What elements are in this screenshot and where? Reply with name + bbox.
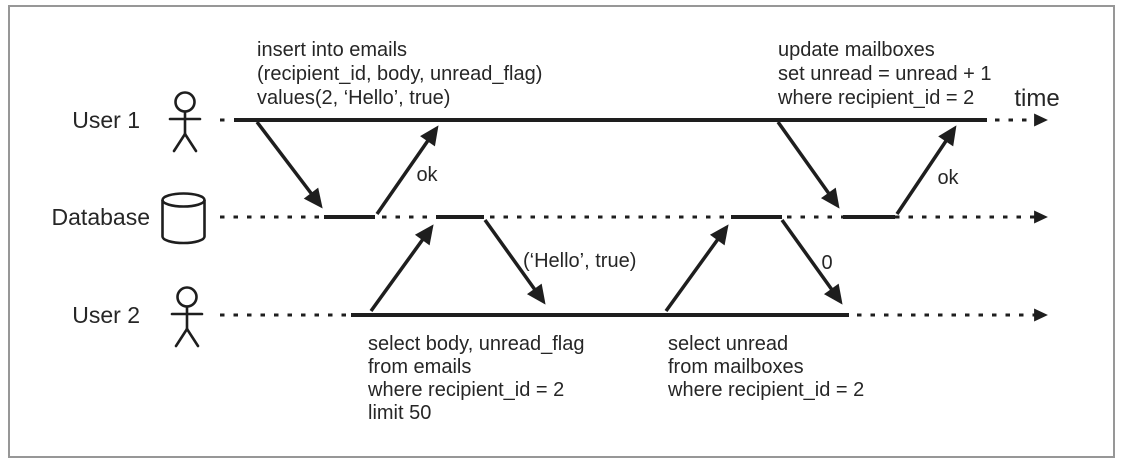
person-icon xyxy=(168,91,202,153)
select-mailboxes-line3: where recipient_id = 2 xyxy=(667,379,864,401)
insert-query-line3: values(2, ‘Hello’, true) xyxy=(257,87,450,109)
select-emails-line3: where recipient_id = 2 xyxy=(367,379,564,401)
select-emails-request-arrow xyxy=(369,224,434,313)
actor-label-database: Database xyxy=(52,204,150,230)
select-mailboxes-query-text: select unread from mailboxes where recip… xyxy=(667,333,864,401)
person-icon xyxy=(170,286,204,348)
database-cylinder-icon xyxy=(161,192,206,245)
insert-query-text: insert into emails (recipient_id, body, … xyxy=(257,39,542,109)
actor-label-user2: User 2 xyxy=(72,302,140,328)
select-emails-query-text: select body, unread_flag from emails whe… xyxy=(367,333,584,424)
insert-request-arrow xyxy=(255,120,323,209)
update-query-line3: where recipient_id = 2 xyxy=(777,87,974,109)
select-emails-line2: from emails xyxy=(368,356,471,378)
insert-response-arrow xyxy=(375,125,439,215)
select-emails-line4: limit 50 xyxy=(368,402,431,424)
update-query-line2: set unread = unread + 1 xyxy=(778,63,992,85)
update-request-arrow xyxy=(776,120,840,209)
insert-query-line1: insert into emails xyxy=(257,39,407,61)
time-axis-label: time xyxy=(1014,85,1059,112)
select-emails-line1: select body, unread_flag xyxy=(368,333,584,355)
update-query-line1: update mailboxes xyxy=(778,39,935,61)
select-mailboxes-line2: from mailboxes xyxy=(668,356,804,378)
select-mailboxes-request-arrow xyxy=(664,224,729,313)
update-query-text: update mailboxes set unread = unread + 1… xyxy=(777,39,992,109)
select-mailboxes-response-label: 0 xyxy=(821,252,832,274)
select-emails-response-label: (‘Hello’, true) xyxy=(523,250,636,272)
insert-query-line2: (recipient_id, body, unread_flag) xyxy=(257,63,542,85)
select-mailboxes-line1: select unread xyxy=(668,333,788,355)
actor-label-user1: User 1 xyxy=(72,107,140,133)
message-arrows xyxy=(255,120,957,313)
select-emails-response-arrow xyxy=(483,218,546,305)
update-response-arrow xyxy=(895,125,957,215)
update-response-label: ok xyxy=(937,167,959,189)
select-mailboxes-response-arrow xyxy=(780,218,843,305)
insert-response-label: ok xyxy=(416,164,438,186)
